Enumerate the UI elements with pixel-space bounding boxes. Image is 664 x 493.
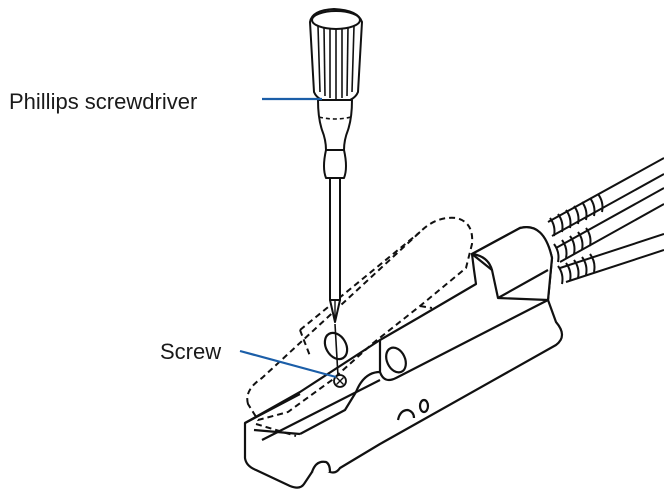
screw-leader-line (240, 351, 336, 377)
phillips-screwdriver-icon (310, 9, 362, 322)
screwdriver-label: Phillips screwdriver (9, 91, 197, 113)
cable-bundle (548, 158, 664, 284)
screw-label: Screw (160, 341, 221, 363)
clip-body (245, 227, 562, 487)
strain-relief-upper (550, 194, 603, 236)
